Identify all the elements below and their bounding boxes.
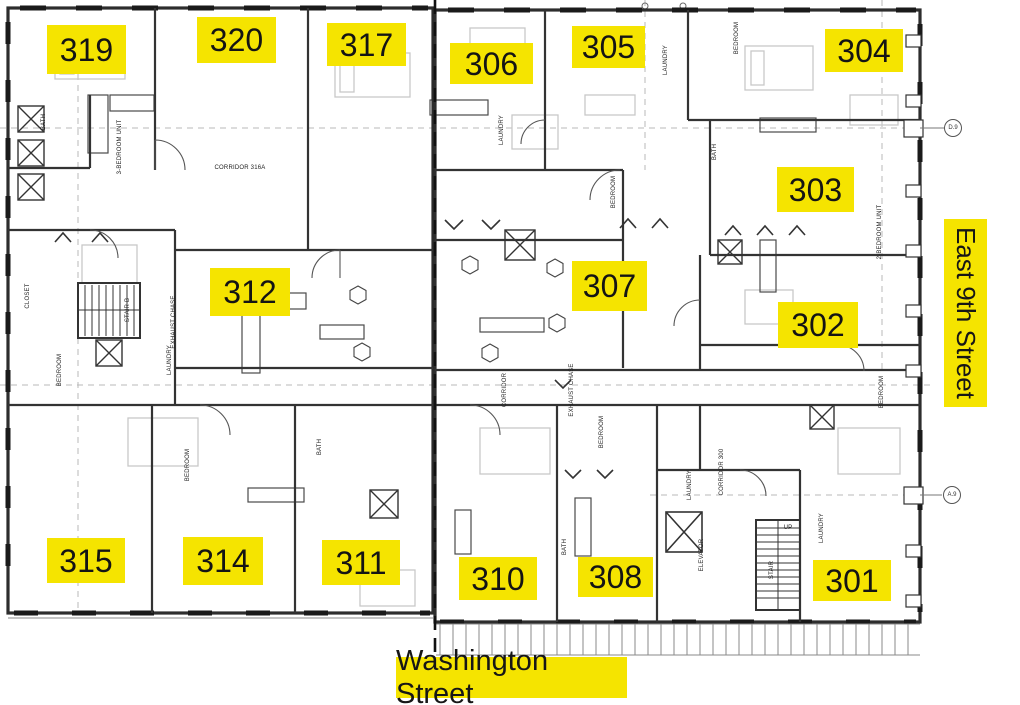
sidewalk-hatch-group — [8, 617, 920, 656]
room-tag-laundry: LAUNDRY — [687, 470, 693, 500]
room-tag-laundry: LAUNDRY — [663, 45, 669, 75]
room-tag-elevator: ELEVATOR — [699, 538, 705, 572]
door-swings-group — [89, 119, 865, 497]
room-tag-laundry: LAUNDRY — [167, 345, 173, 375]
unit-label-320: 320 — [197, 17, 276, 63]
room-tag-corridor: CORRIDOR — [502, 372, 508, 408]
unit-label-301: 301 — [813, 560, 891, 601]
room-tag-exhaust-chase: EXHAUST CHASE — [569, 363, 575, 417]
elevator-group — [665, 511, 703, 553]
room-tag-2-bedroom-unit: 2-BEDROOM UNIT — [877, 204, 883, 260]
room-tag-exhaust-chase: EXHAUST CHASE — [171, 295, 177, 349]
room-tag-corridor-316a: CORRIDOR 316A — [214, 165, 266, 171]
unit-label-310: 310 — [459, 557, 537, 600]
grid-lines-group — [0, 0, 940, 610]
room-tag-up: UP — [783, 525, 793, 531]
room-tag-stair: STAIR — [769, 560, 775, 580]
windows-group — [5, 5, 923, 625]
stair-left-group — [77, 282, 141, 339]
room-tag-bedroom: BEDROOM — [734, 21, 740, 55]
room-tag-3-bedroom-unit: 3-BEDROOM UNIT — [117, 119, 123, 175]
unit-label-307: 307 — [572, 261, 647, 311]
room-tag-bedroom: BEDROOM — [57, 353, 63, 387]
shaft-boxes-group — [17, 105, 835, 519]
unit-label-306: 306 — [450, 43, 533, 84]
unit-label-303: 303 — [777, 167, 854, 212]
room-tag-stair-b: STAIR B — [125, 297, 131, 323]
column-blocks-group — [903, 34, 924, 608]
room-tag-bath: BATH — [562, 538, 568, 556]
grid-bubble-d-9: D.9 — [944, 119, 962, 137]
unit-label-314: 314 — [183, 537, 263, 585]
room-tag-corridor-300: CORRIDOR 300 — [719, 448, 725, 496]
street-label-east-9th: East 9th Street — [944, 219, 987, 407]
unit-label-304: 304 — [825, 29, 903, 72]
bubble-leader-lines — [920, 127, 944, 496]
room-tag-bedroom: BEDROOM — [879, 375, 885, 409]
room-tag-bath: BATH — [712, 143, 718, 161]
room-tag-laundry: LAUNDRY — [819, 513, 825, 543]
hexagon-tags-group — [349, 255, 566, 363]
unit-label-312: 312 — [210, 268, 290, 316]
unit-label-305: 305 — [572, 26, 645, 68]
kitchen-counters-group — [87, 94, 817, 557]
stair-right-group — [755, 519, 801, 611]
room-tag-bedroom: BEDROOM — [599, 415, 605, 449]
room-tag-bedroom: BEDROOM — [611, 175, 617, 209]
room-tag-closet: CLOSET — [25, 283, 31, 309]
unit-label-317: 317 — [327, 23, 406, 66]
unit-label-308: 308 — [578, 557, 653, 597]
unit-label-319: 319 — [47, 25, 126, 74]
window-chevrons-group — [54, 44, 872, 571]
room-tag-bath: BATH — [41, 113, 47, 131]
unit-label-302: 302 — [778, 302, 858, 348]
interior-walls-group — [8, 8, 920, 622]
room-tag-bath: BATH — [317, 438, 323, 456]
street-label-washington: Washington Street — [396, 645, 627, 705]
unit-label-315: 315 — [47, 538, 125, 583]
room-tag-bedroom: BEDROOM — [185, 448, 191, 482]
room-tag-laundry: LAUNDRY — [499, 115, 505, 145]
grid-bubble-a-9: A.9 — [943, 486, 961, 504]
unit-label-311: 311 — [322, 540, 400, 585]
